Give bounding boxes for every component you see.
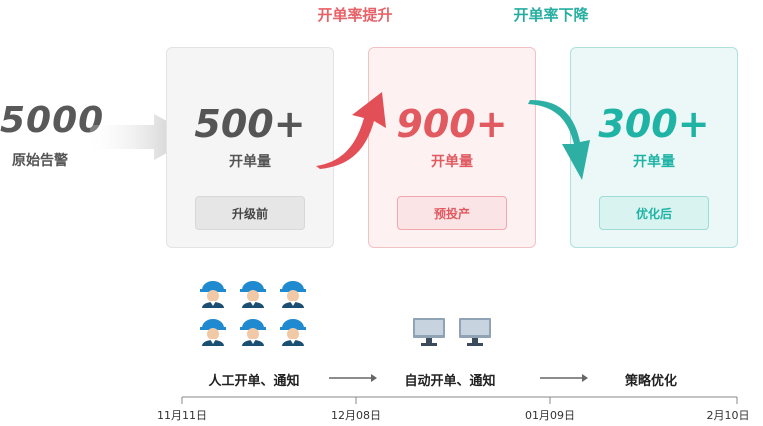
- date-third: 01月09日: [525, 409, 575, 422]
- rising-arrow-icon: [316, 92, 386, 169]
- workers-group: [200, 281, 306, 346]
- worker-helmet-icon: [240, 281, 266, 308]
- date-start: 11月11日: [157, 409, 207, 422]
- source-alert-label: 原始告警: [12, 153, 68, 169]
- worker-helmet-icon: [240, 319, 266, 346]
- source-alert-count: 5000: [0, 100, 105, 141]
- worker-helmet-icon: [200, 319, 226, 346]
- worker-helmet-icon: [280, 281, 306, 308]
- stage-strategy: 策略优化: [624, 374, 677, 389]
- rise-header: 开单率提升: [317, 6, 393, 24]
- falling-arrow-icon: [528, 100, 590, 180]
- date-end: 2月10日: [706, 409, 750, 422]
- card-tag: 升级前: [195, 196, 305, 230]
- date-second: 12月08日: [331, 409, 381, 422]
- timeline-axis: [181, 396, 738, 404]
- stage-arrow-icon: [329, 374, 377, 382]
- card-value: 300+: [598, 102, 710, 146]
- stage-auto: 自动开单、通知: [404, 374, 496, 389]
- card-value: 900+: [396, 102, 508, 146]
- card-tag: 优化后: [599, 196, 709, 230]
- worker-helmet-icon: [200, 281, 226, 308]
- card-unit: 开单量: [229, 154, 271, 170]
- card-tag: 预投产: [397, 196, 507, 230]
- worker-helmet-icon: [280, 319, 306, 346]
- fall-header: 开单率下降: [513, 6, 589, 24]
- monitors-group: [413, 318, 491, 346]
- card-value: 500+: [194, 102, 306, 146]
- card-pre-production: 900+ 开单量 预投产: [368, 47, 536, 248]
- card-before-upgrade: 500+ 开单量 升级前: [166, 47, 334, 248]
- monitor-icon: [413, 318, 445, 346]
- card-unit: 开单量: [431, 154, 473, 170]
- card-after-optimization: 300+ 开单量 优化后: [570, 47, 738, 248]
- monitor-icon: [459, 318, 491, 346]
- stage-manual: 人工开单、通知: [208, 374, 300, 389]
- stage-arrow-icon: [540, 374, 588, 382]
- card-unit: 开单量: [633, 154, 675, 170]
